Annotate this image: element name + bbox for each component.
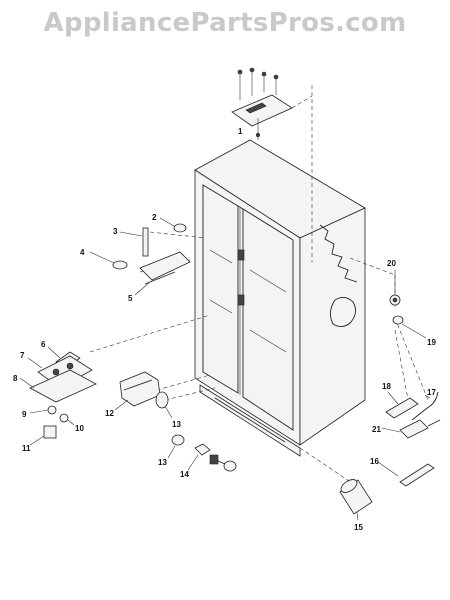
part-12-bin xyxy=(114,371,161,411)
part-9-knob xyxy=(29,405,57,415)
callout-9: 9 xyxy=(22,410,27,419)
callout-19: 19 xyxy=(427,338,436,347)
part-2-plug xyxy=(159,217,187,233)
part-4-clip xyxy=(89,251,128,270)
part-10-knob xyxy=(59,413,75,426)
callout-13-lower: 13 xyxy=(158,458,167,467)
callout-labels: 1 2 3 4 5 6 7 8 9 10 11 12 13 13 14 15 1… xyxy=(13,127,436,532)
part-3-tube xyxy=(119,227,149,257)
part-17-wire xyxy=(411,391,439,421)
part-14-nut xyxy=(187,443,211,471)
part-13-cap-upper xyxy=(155,391,173,419)
callout-8: 8 xyxy=(13,374,18,383)
part-20-grommet xyxy=(389,270,401,306)
callout-14: 14 xyxy=(180,470,189,479)
callout-6: 6 xyxy=(41,340,46,349)
part-16-rail xyxy=(377,461,435,487)
part-11-light-socket xyxy=(29,425,57,446)
part-15-filter xyxy=(339,479,373,521)
callout-17: 17 xyxy=(427,388,436,397)
part-8-cover xyxy=(19,369,97,403)
callout-15: 15 xyxy=(354,523,363,532)
callout-7: 7 xyxy=(20,351,25,360)
callout-5: 5 xyxy=(128,294,133,303)
part-5-panel xyxy=(134,251,191,296)
part-21-valve xyxy=(381,419,441,439)
part-19-fitting xyxy=(392,315,427,339)
callout-16: 16 xyxy=(370,457,379,466)
callout-3: 3 xyxy=(113,227,118,236)
watermark-text: AppliancePartsPros.com xyxy=(43,8,407,38)
callout-20: 20 xyxy=(387,259,396,268)
refrigerator-cabinet xyxy=(194,139,366,457)
part-13-cap-lower xyxy=(167,434,185,459)
callout-21: 21 xyxy=(372,425,381,434)
part-18-bracket xyxy=(385,391,419,419)
callout-1: 1 xyxy=(238,127,243,136)
callout-12: 12 xyxy=(105,409,114,418)
callout-11: 11 xyxy=(22,444,31,453)
callout-13-upper: 13 xyxy=(172,420,181,429)
callout-4: 4 xyxy=(80,248,85,257)
callout-10: 10 xyxy=(75,424,84,433)
callout-18: 18 xyxy=(382,382,391,391)
light-bulb xyxy=(209,454,237,472)
callout-2: 2 xyxy=(152,213,157,222)
